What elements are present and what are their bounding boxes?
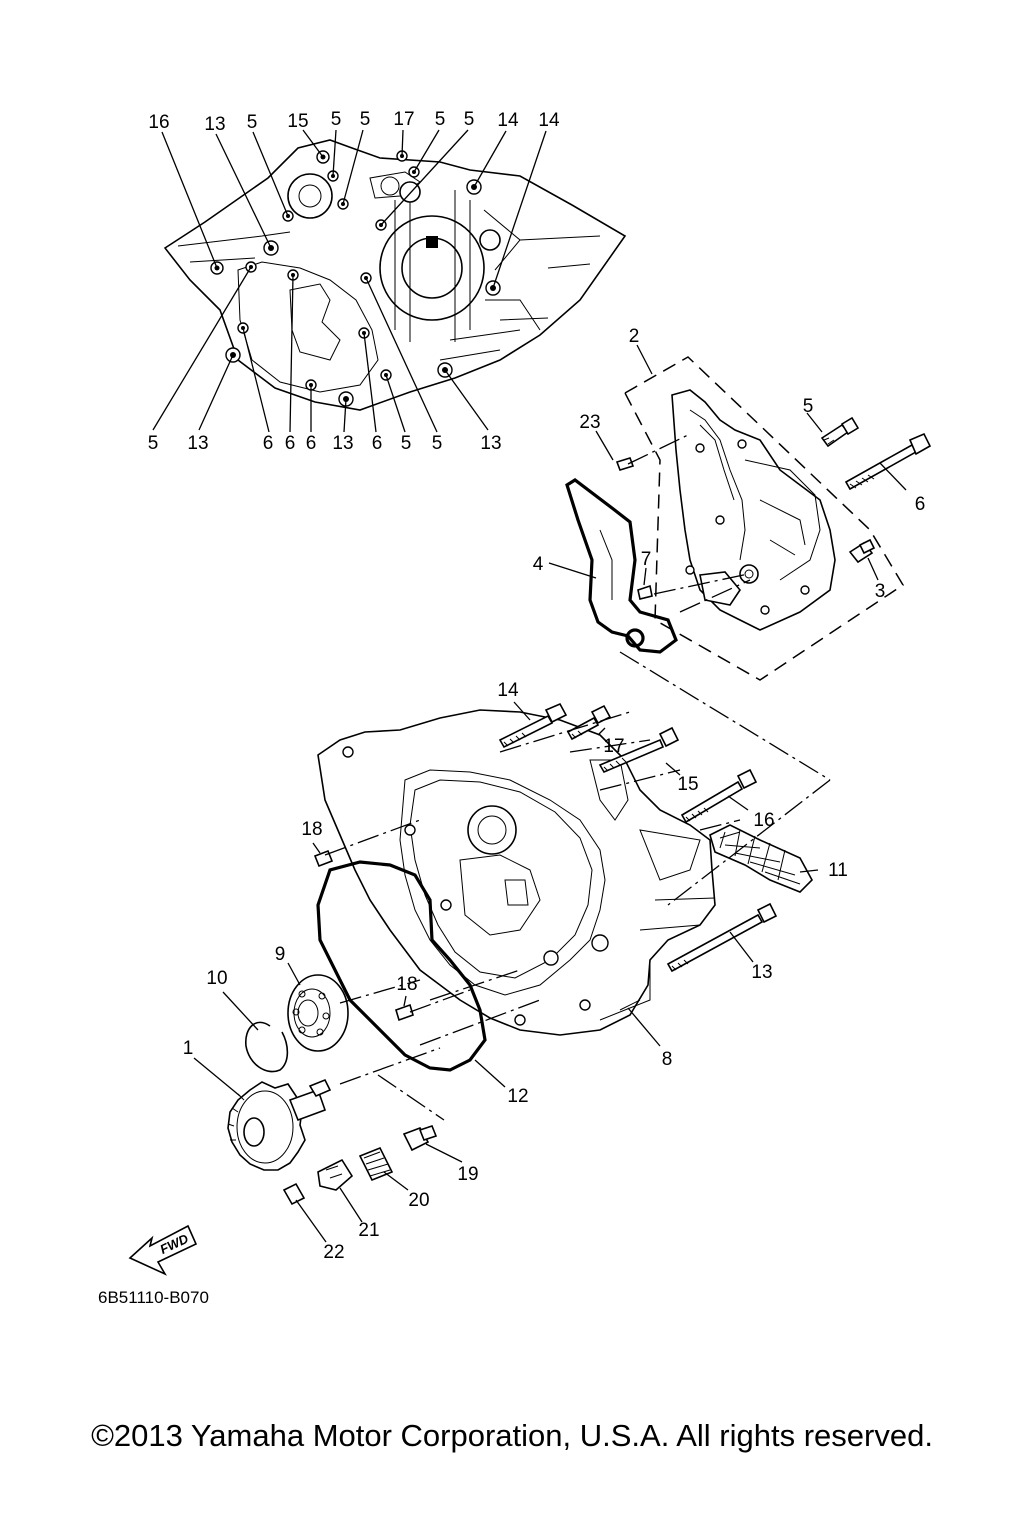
callout: 21 bbox=[358, 1220, 379, 1241]
callout: 3 bbox=[875, 581, 886, 602]
case-bolt-13 bbox=[666, 902, 778, 973]
callout: 15 bbox=[287, 111, 308, 132]
relief-valve-19 bbox=[402, 1125, 438, 1152]
callouts-pump: 2 23 5 6 7 4 3 bbox=[533, 326, 926, 602]
callout: 13 bbox=[332, 433, 353, 454]
dowel-7 bbox=[637, 584, 653, 600]
callout: 13 bbox=[204, 114, 225, 135]
oil-pump-gear bbox=[227, 1078, 332, 1171]
callout: 6 bbox=[915, 494, 926, 515]
callout: 13 bbox=[751, 962, 772, 983]
callout: 6 bbox=[263, 433, 274, 454]
copyright-notice: ©2013 Yamaha Motor Corporation, U.S.A. A… bbox=[91, 1418, 933, 1453]
case-bolt-15 bbox=[598, 726, 680, 774]
case-bolt-17 bbox=[566, 704, 612, 741]
pump-bolt-3 bbox=[848, 538, 876, 564]
top-leader-lines bbox=[152, 129, 547, 433]
callout: 2 bbox=[629, 326, 640, 347]
case-bolt-16 bbox=[680, 768, 758, 824]
callout: 5 bbox=[435, 109, 446, 130]
callout: 23 bbox=[579, 412, 600, 433]
oil-pump-gasket bbox=[565, 478, 678, 654]
callout: 14 bbox=[497, 110, 519, 131]
callout: 19 bbox=[457, 1164, 478, 1185]
callout: 20 bbox=[408, 1190, 429, 1211]
oil-strainer bbox=[709, 824, 813, 893]
oil-pump-assembly bbox=[624, 356, 905, 681]
dowel-18-upper bbox=[313, 849, 334, 868]
callout: 5 bbox=[464, 109, 475, 130]
callout: 17 bbox=[393, 109, 414, 130]
pump-bolt-6 bbox=[844, 432, 932, 491]
fwd-arrow-icon: FWD bbox=[128, 1224, 198, 1276]
callout: 14 bbox=[497, 680, 519, 701]
callout: 5 bbox=[360, 109, 371, 130]
callout: 5 bbox=[247, 112, 258, 133]
callout: 8 bbox=[662, 1049, 673, 1070]
callout: 18 bbox=[396, 974, 417, 995]
callout: 5 bbox=[803, 396, 814, 417]
callout: 12 bbox=[507, 1086, 528, 1107]
callout: 10 bbox=[206, 968, 227, 989]
callout: 22 bbox=[323, 1242, 344, 1263]
callout: 14 bbox=[538, 110, 560, 131]
plate-21 bbox=[317, 1158, 354, 1191]
callout: 5 bbox=[148, 433, 159, 454]
callout: 15 bbox=[677, 774, 698, 795]
bearing bbox=[287, 974, 349, 1052]
crankcase-half bbox=[317, 709, 716, 1036]
callout: 5 bbox=[432, 433, 443, 454]
callout: 6 bbox=[306, 433, 317, 454]
document-code: 6B51110-B070 bbox=[98, 1288, 209, 1307]
dowel-23 bbox=[615, 457, 635, 471]
callout: 6 bbox=[285, 433, 296, 454]
callout: 13 bbox=[187, 433, 208, 454]
callout: 18 bbox=[301, 819, 322, 840]
callout: 11 bbox=[828, 860, 848, 881]
callout: 5 bbox=[401, 433, 412, 454]
callout: 4 bbox=[533, 554, 544, 575]
callout: 16 bbox=[753, 810, 774, 831]
callout: 1 bbox=[183, 1038, 194, 1059]
callout: 5 bbox=[331, 109, 342, 130]
pump-bolt-5 bbox=[820, 416, 860, 448]
callouts-bottom-row: 5 13 6 6 6 13 6 5 5 13 bbox=[148, 433, 502, 454]
pump-leader-lines bbox=[548, 344, 907, 613]
screw-22 bbox=[282, 1182, 306, 1206]
callout: 6 bbox=[372, 433, 383, 454]
circlip bbox=[245, 1021, 289, 1073]
crankcase-gasket bbox=[316, 860, 487, 1072]
dowel-18-lower bbox=[395, 1003, 414, 1022]
callout: 9 bbox=[275, 944, 286, 965]
callout: 16 bbox=[148, 112, 169, 133]
crankcase-cover-inner-view bbox=[163, 139, 627, 411]
callout: 17 bbox=[603, 736, 624, 757]
callout: 7 bbox=[641, 549, 652, 570]
callouts-case: 14 17 15 16 18 11 13 9 10 18 8 1 12 19 2… bbox=[183, 680, 848, 1263]
case-bolt-14 bbox=[498, 702, 568, 749]
callout: 13 bbox=[480, 433, 501, 454]
case-leader-lines bbox=[193, 651, 831, 1243]
callouts-top: 16 13 5 15 5 5 17 5 5 14 14 bbox=[148, 109, 560, 135]
